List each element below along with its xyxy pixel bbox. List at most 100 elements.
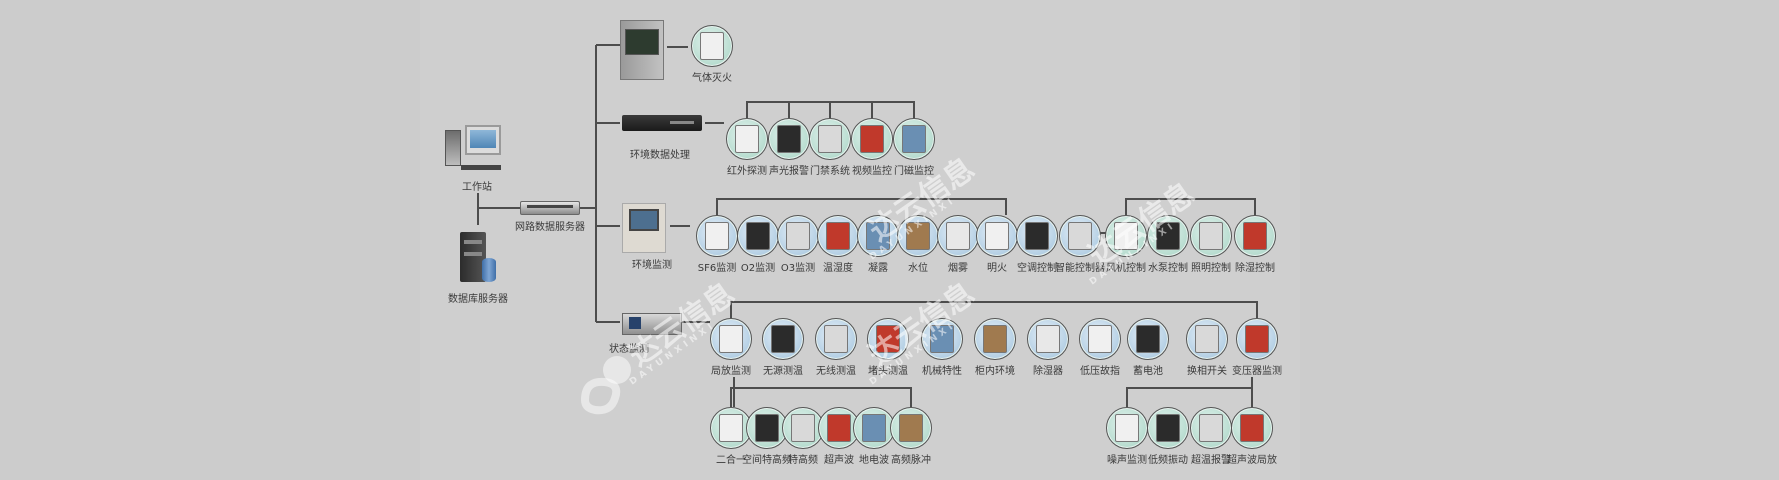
device-node-label: 二合一: [716, 455, 746, 466]
status-monitoring-hub[interactable]: [622, 313, 682, 335]
door-sensor-icon: [902, 125, 926, 153]
device-node-label: 换相开关: [1187, 366, 1227, 377]
device-node[interactable]: [1147, 407, 1189, 449]
smart-controller-icon: [1068, 222, 1092, 250]
light-bulb-icon: [1199, 222, 1223, 250]
overheat-alarm-icon: [1199, 414, 1223, 442]
tev-sensor-icon: [862, 414, 886, 442]
camera-icon: [860, 125, 884, 153]
device-node[interactable]: [1059, 215, 1101, 257]
device-node[interactable]: [818, 407, 860, 449]
device-node-label: 噪声监测: [1107, 455, 1147, 466]
device-node[interactable]: [1234, 215, 1276, 257]
device-node[interactable]: [1236, 318, 1278, 360]
device-node[interactable]: [976, 215, 1018, 257]
device-node[interactable]: [937, 215, 979, 257]
vibration-sensor-icon: [1156, 414, 1180, 442]
fan-icon: [1114, 222, 1138, 250]
plug-temp-icon: [876, 325, 900, 353]
infrared-detector-icon: [735, 125, 759, 153]
bus-line: [1126, 387, 1253, 407]
network-data-server[interactable]: [520, 201, 580, 215]
device-node[interactable]: [782, 407, 824, 449]
device-node-label: 红外探测: [727, 166, 767, 177]
network-server-label: 网路数据服务器: [515, 222, 585, 233]
device-node[interactable]: [696, 215, 738, 257]
device-node-label: 超声波: [824, 455, 854, 466]
dehumidifier-unit-icon: [1036, 325, 1060, 353]
device-node[interactable]: [737, 215, 779, 257]
device-node-label: 特高频: [788, 455, 818, 466]
device-node[interactable]: [710, 318, 752, 360]
device-node-label: 除湿器: [1033, 366, 1063, 377]
uhf-sensor-icon: [791, 414, 815, 442]
alarm-beacon-icon: [777, 125, 801, 153]
noise-sensor-icon: [1115, 414, 1139, 442]
device-node[interactable]: [890, 407, 932, 449]
database-server[interactable]: [460, 232, 500, 286]
device-node[interactable]: [921, 318, 963, 360]
device-node[interactable]: [768, 118, 810, 160]
device-node-label: 空调控制: [1017, 263, 1057, 274]
fault-indicator-icon: [1088, 325, 1112, 353]
battery-icon: [1136, 325, 1160, 353]
pc-tower-icon: [445, 130, 461, 166]
device-node[interactable]: [893, 118, 935, 160]
env-monitoring-hub[interactable]: [622, 203, 666, 253]
device-node-label: 水泵控制: [1148, 263, 1188, 274]
device-node[interactable]: [1079, 318, 1121, 360]
water-pump-icon: [1156, 222, 1180, 250]
device-node[interactable]: [1190, 407, 1232, 449]
device-node-label: 水位: [908, 263, 928, 274]
device-node[interactable]: [857, 215, 899, 257]
device-node-label: 明火: [987, 263, 1007, 274]
device-node[interactable]: [1127, 318, 1169, 360]
monitor-panel-icon: [629, 209, 659, 231]
device-node[interactable]: [1147, 215, 1189, 257]
device-node[interactable]: [1186, 318, 1228, 360]
device-node[interactable]: [1231, 407, 1273, 449]
device-node-label: 视频监控: [852, 166, 892, 177]
device-node-label: 无线测温: [816, 366, 856, 377]
partial-discharge-icon: [719, 325, 743, 353]
device-node[interactable]: [817, 215, 859, 257]
phase-switch-icon: [1195, 325, 1219, 353]
device-node[interactable]: [974, 318, 1016, 360]
device-node[interactable]: [762, 318, 804, 360]
device-node[interactable]: [897, 215, 939, 257]
device-node[interactable]: [1106, 407, 1148, 449]
ac-controller-icon: [1025, 222, 1049, 250]
gas-extinguish-cabinet[interactable]: [620, 20, 664, 80]
workstation[interactable]: [445, 125, 513, 175]
device-node[interactable]: [1190, 215, 1232, 257]
fire-extinguisher-icon: [700, 32, 724, 60]
device-node-label: 照明控制: [1191, 263, 1231, 274]
passive-temp-icon: [771, 325, 795, 353]
device-node[interactable]: [726, 118, 768, 160]
device-node-label: 温湿度: [823, 263, 853, 274]
humidity-sensor-icon: [826, 222, 850, 250]
device-node[interactable]: [1027, 318, 1069, 360]
device-node-label: 气体灭火: [692, 73, 732, 84]
device-node[interactable]: [1105, 215, 1147, 257]
device-node[interactable]: [809, 118, 851, 160]
device-node-label: 除湿控制: [1235, 263, 1275, 274]
device-node[interactable]: [777, 215, 819, 257]
device-node-label: 蓄电池: [1133, 366, 1163, 377]
device-node[interactable]: [1016, 215, 1058, 257]
rack-server-icon: [527, 205, 573, 208]
device-node[interactable]: [851, 118, 893, 160]
o2-sensor-icon: [746, 222, 770, 250]
device-node[interactable]: [815, 318, 857, 360]
wireless-temp-icon: [824, 325, 848, 353]
device-node[interactable]: [867, 318, 909, 360]
workstation-label: 工作站: [462, 182, 492, 193]
device-node-label: O3监测: [780, 263, 816, 274]
env-data-processing-hub[interactable]: [622, 115, 702, 131]
device-node[interactable]: [691, 25, 733, 67]
device-node-label: 智能控制器: [1055, 263, 1105, 274]
uhf-dome-icon: [755, 414, 779, 442]
device-node[interactable]: [853, 407, 895, 449]
